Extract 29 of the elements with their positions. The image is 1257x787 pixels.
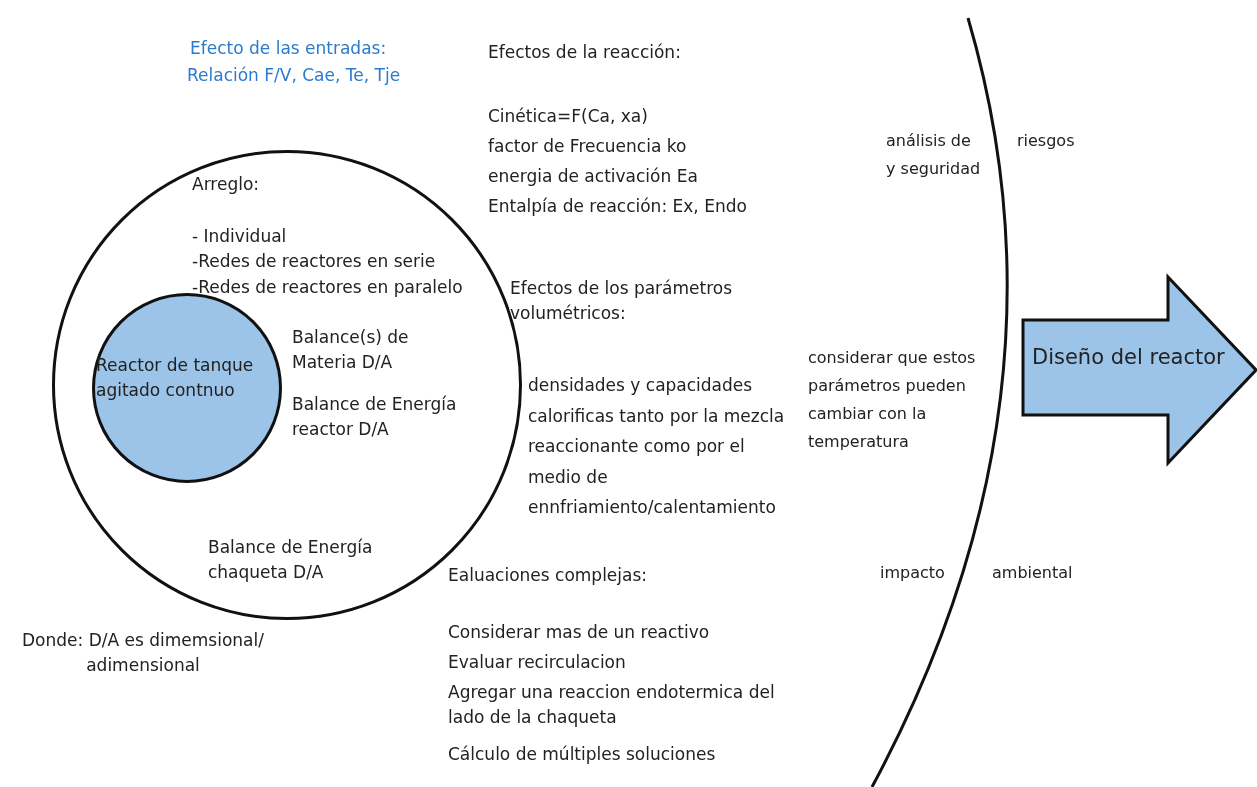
node-text: Balance de Energía reactor D/A: [292, 393, 457, 441]
note-text: y seguridad: [886, 158, 982, 180]
note-text: Cinética=F(Ca, xa): [488, 105, 649, 128]
note-text: Ealuaciones complejas:: [448, 564, 649, 587]
node-text: Arreglo:: [192, 173, 261, 196]
node-text: Reactor de tanque agitado contnuo: [96, 354, 255, 402]
note-text: Efecto de las entradas:: [190, 37, 388, 60]
note-text: análisis de: [886, 130, 972, 152]
node-text: -Redes de reactores en serie: [192, 250, 437, 273]
note-text: Cálculo de múltiples soluciones: [448, 743, 717, 766]
note-text: energia de activación Ea: [488, 165, 699, 188]
note-text: Evaluar recirculacion: [448, 651, 627, 674]
note-text: densidades y capacidades calorificas tanto por la mezcla reaccionante como por el medio de ennfriamiento/calentamiento: [528, 374, 786, 519]
note-text: Relación F/V, Cae, Te, Tje: [187, 64, 402, 87]
node-text: Balance de Energía chaqueta D/A: [208, 536, 374, 584]
note-text: impacto: [880, 562, 946, 584]
note-text: Donde: D/A es dimemsional/ adimensional: [21, 629, 265, 677]
node-text: Diseño del reactor: [1032, 345, 1226, 370]
node-text: - Individual: [192, 225, 288, 248]
note-text: Considerar mas de un reactivo: [448, 621, 711, 644]
note-text: factor de Frecuencia ko: [488, 135, 688, 158]
note-text: Agregar una reaccion endotermica del lado de la chaqueta: [448, 681, 776, 729]
note-text: considerar que estos parámetros pueden cambiar con la temperatura: [808, 347, 977, 453]
note-text: riesgos: [1017, 130, 1076, 152]
node-text: Balance(s) de Materia D/A: [292, 326, 410, 374]
note-text: Efectos de los parámetros volumétricos:: [510, 277, 734, 325]
note-text: Entalpía de reacción: Ex, Endo: [488, 195, 748, 218]
note-text: Efectos de la reacción:: [488, 41, 682, 64]
note-text: ambiental: [992, 562, 1074, 584]
